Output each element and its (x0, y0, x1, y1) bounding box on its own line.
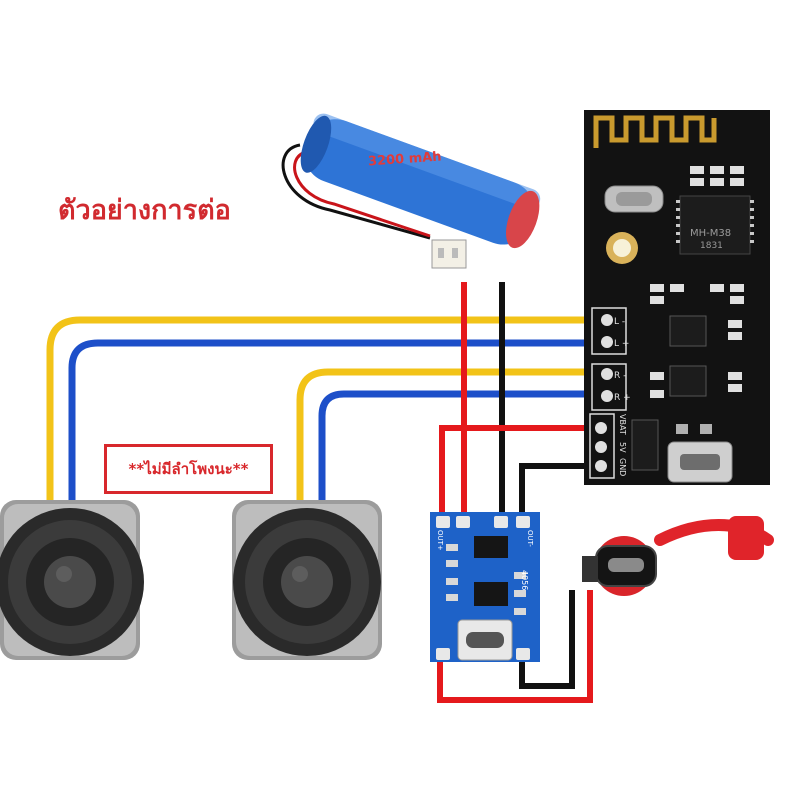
no-speaker-note-box: **ไม่มีลำโพงนะ** (104, 444, 273, 494)
usb-c-port (582, 516, 774, 596)
charger-board (430, 512, 540, 662)
pin-label-l-minus: L - (614, 317, 625, 327)
pin-label-l-plus: L + (614, 339, 629, 349)
charger-pin-out-minus: OUT- (526, 530, 534, 547)
right-speaker (232, 500, 382, 660)
left-speaker (0, 500, 144, 660)
pin-label-vbat: VBAT (618, 414, 627, 435)
no-speaker-note: **ไม่มีลำโพงนะ** (128, 460, 249, 478)
pin-label-gnd: GND (618, 458, 627, 476)
wire-left-blue (68, 339, 584, 504)
wire-left-yellow (46, 316, 584, 504)
diagram-title: ตัวอย่างการต่อ (58, 195, 231, 226)
battery (281, 113, 541, 269)
power-wires (437, 282, 596, 703)
wire-vbat-red (439, 425, 588, 517)
bt-module (584, 110, 770, 485)
charger-pin-out-plus: OUT+ (436, 530, 444, 551)
audio-wires (46, 316, 584, 504)
wire-charge-red (437, 590, 593, 703)
module-model-label: MH-M38 (690, 228, 731, 239)
module-code-label: 1831 (700, 241, 723, 251)
pin-label-r-plus: R + (614, 393, 631, 403)
pin-label-r-minus: R - (614, 371, 626, 381)
wire-right-yellow (296, 368, 584, 500)
pin-label-5v: 5V (618, 442, 627, 453)
wire-gnd-black (519, 463, 596, 517)
charger-model-label: 4056 (520, 570, 529, 590)
wire-right-blue (318, 390, 584, 500)
wire-charge-black (519, 590, 575, 689)
